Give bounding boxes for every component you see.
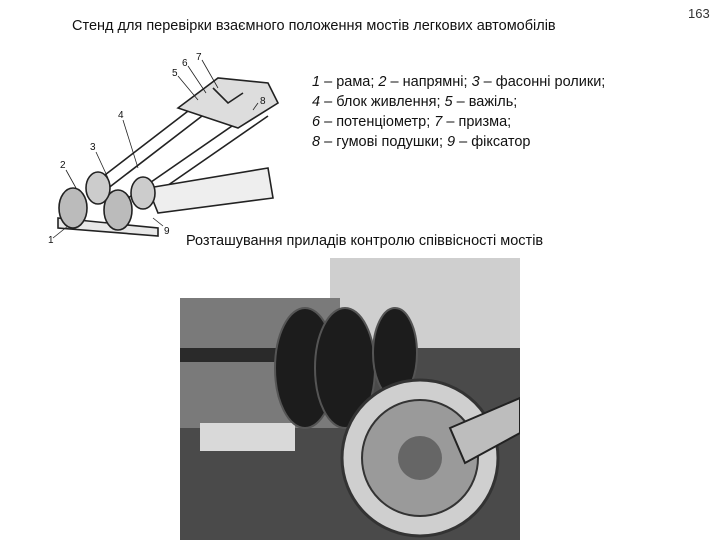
legend-number: 2 bbox=[378, 74, 387, 90]
legend-number: 7 bbox=[434, 114, 443, 130]
legend-text: – гумові подушки; bbox=[320, 134, 448, 150]
callout-5: 5 bbox=[172, 68, 178, 79]
legend-line: 6 – потенціометр; 7 – призма; bbox=[312, 112, 605, 132]
legend-text: – фасонні ролики; bbox=[479, 74, 606, 90]
legend-text: – напрямні; bbox=[386, 74, 472, 90]
legend-text: – фіксатор bbox=[455, 134, 531, 150]
callout-7: 7 bbox=[196, 52, 202, 63]
legend-line: 8 – гумові подушки; 9 – фіксатор bbox=[312, 132, 605, 152]
callout-4: 4 bbox=[118, 110, 124, 121]
callout-2: 2 bbox=[60, 160, 66, 171]
callout-1: 1 bbox=[48, 235, 54, 246]
axle-alignment-photo bbox=[180, 258, 520, 540]
callout-6: 6 bbox=[182, 58, 188, 69]
figure-caption: Розташування приладів контролю співвісно… bbox=[186, 233, 544, 249]
legend-number: 5 bbox=[444, 94, 453, 110]
stand-diagram: 1 2 3 4 5 6 7 8 9 bbox=[48, 52, 280, 246]
legend-number: 9 bbox=[447, 134, 456, 150]
legend-line: 4 – блок живлення; 5 – важіль; bbox=[312, 92, 605, 112]
page-title: Стенд для перевірки взаємного положення … bbox=[72, 18, 556, 34]
legend-number: 6 bbox=[312, 114, 321, 130]
figure-legend: 1 – рама; 2 – напрямні; 3 – фасонні роли… bbox=[312, 72, 605, 152]
legend-text: – важіль; bbox=[452, 94, 518, 110]
legend-number: 3 bbox=[471, 74, 480, 90]
callout-9: 9 bbox=[164, 226, 170, 237]
legend-line: 1 – рама; 2 – напрямні; 3 – фасонні роли… bbox=[312, 72, 605, 92]
legend-text: – призма; bbox=[442, 114, 512, 130]
legend-text: – потенціометр; bbox=[320, 114, 435, 130]
callout-3: 3 bbox=[90, 142, 96, 153]
page-number: 163 bbox=[688, 6, 710, 21]
legend-number: 8 bbox=[312, 134, 321, 150]
legend-text: – рама; bbox=[320, 74, 379, 90]
legend-number: 4 bbox=[312, 94, 321, 110]
callout-8: 8 bbox=[260, 96, 266, 107]
legend-text: – блок живлення; bbox=[320, 94, 445, 110]
legend-number: 1 bbox=[312, 74, 321, 90]
